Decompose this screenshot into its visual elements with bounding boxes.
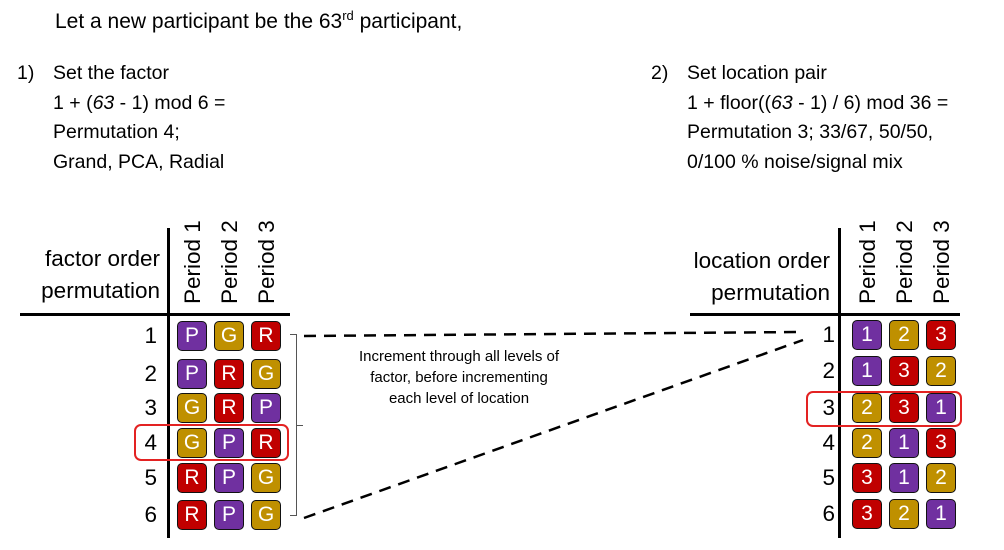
- location-cell-tile: 2: [926, 356, 956, 386]
- step-1-result: Permutation 4;: [53, 121, 180, 143]
- location-table-title: location order permutation: [660, 245, 830, 309]
- step-2-values: 0/100 % noise/signal mix: [687, 150, 903, 173]
- intro-after: participant,: [353, 10, 463, 33]
- note-line-2: factor, before incrementing: [370, 369, 548, 386]
- factor-cell-tile: G: [214, 321, 244, 351]
- factor-row-number: 1: [144, 323, 157, 348]
- factor-cell-tile: P: [214, 500, 244, 530]
- step-2-number: 2): [651, 62, 669, 84]
- factor-table-horizontal-rule: [20, 313, 290, 316]
- location-cell-tile: 1: [889, 428, 919, 458]
- location-cell-tile: 3: [852, 463, 882, 493]
- factor-cell-tile: G: [177, 393, 207, 423]
- connector-line-bottom: [303, 338, 804, 520]
- connector-line-top: [303, 330, 801, 338]
- factor-cell-tile: R: [214, 393, 244, 423]
- step-1-values: Grand, PCA, Radial: [53, 150, 225, 173]
- step-1-title: Set the factor: [53, 62, 169, 84]
- location-title-line2: permutation: [711, 280, 830, 305]
- step-2-result: Permutation 3; 33/67, 50/50,: [687, 121, 934, 143]
- factor-cell-tile: R: [177, 500, 207, 530]
- step-2-formula-post: - 1) / 6) mod 36 =: [792, 91, 949, 114]
- note-line-1: Increment through all levels of: [358, 348, 560, 365]
- location-cell-tile: 3: [926, 428, 956, 458]
- factor-row-number: 3: [144, 395, 157, 420]
- location-row-number: 1: [822, 322, 835, 347]
- factor-cell-tile: G: [177, 428, 207, 458]
- factor-cell-tile: P: [177, 321, 207, 351]
- note-line-3: each level of location: [388, 390, 530, 407]
- factor-bracket-tick: [297, 425, 303, 426]
- factor-title-line2: permutation: [41, 278, 160, 303]
- step-1-block: 1) Set the factor 1 + (63 - 1) mod 6 = P…: [17, 59, 337, 179]
- factor-cell-tile: R: [177, 463, 207, 493]
- factor-cell-tile: G: [251, 500, 281, 530]
- location-cell-tile: 1: [926, 499, 956, 529]
- factor-cell-tile: P: [251, 393, 281, 423]
- step-2-formula: 1 + floor((63 - 1) / 6) mod 36 =: [687, 89, 948, 119]
- factor-table-title: factor order permutation: [10, 243, 160, 307]
- location-cell-tile: 3: [889, 356, 919, 386]
- step-2-title: Set location pair: [687, 62, 827, 84]
- location-cell-tile: 1: [852, 356, 882, 386]
- location-cell-tile: 2: [852, 428, 882, 458]
- location-cell-tile: 3: [926, 320, 956, 350]
- step-2-block: 2) Set location pair 1 + floor((63 - 1) …: [651, 59, 1001, 179]
- step-1-formula-post: - 1) mod 6 =: [114, 91, 226, 114]
- location-row-highlight: [806, 391, 962, 427]
- factor-cell-tile: R: [251, 321, 281, 351]
- intro-text: Let a new participant be the 63rd partic…: [55, 8, 463, 34]
- location-row-number: 3: [822, 395, 835, 420]
- intro-superscript: rd: [342, 8, 354, 23]
- step-1-formula-var: 63: [92, 91, 115, 114]
- factor-cell-tile: P: [214, 428, 244, 458]
- step-1-number: 1): [17, 62, 35, 84]
- increment-note: Increment through all levels of factor, …: [330, 346, 588, 409]
- location-table-horizontal-rule: [690, 313, 960, 316]
- factor-row-number: 4: [144, 430, 157, 455]
- location-cell-tile: 2: [926, 463, 956, 493]
- factor-cell-tile: R: [251, 428, 281, 458]
- location-table-vertical-rule: [838, 228, 841, 538]
- factor-cell-tile: G: [251, 463, 281, 493]
- location-title-line1: location order: [693, 248, 830, 273]
- factor-title-line1: factor order: [44, 246, 160, 271]
- location-row-number: 2: [822, 358, 835, 383]
- factor-table-vertical-rule: [167, 228, 170, 538]
- location-cell-tile: 1: [926, 393, 956, 423]
- location-cell-tile: 1: [889, 463, 919, 493]
- location-row-number: 5: [822, 465, 835, 490]
- location-row-number: 6: [822, 501, 835, 526]
- step-2-formula-var: 63: [771, 91, 793, 114]
- location-cell-tile: 1: [852, 320, 882, 350]
- step-2-formula-pre: 1 + floor((: [687, 91, 771, 114]
- factor-cell-tile: R: [214, 359, 244, 389]
- factor-cell-tile: P: [214, 463, 244, 493]
- location-cell-tile: 3: [889, 393, 919, 423]
- factor-row-number: 5: [144, 465, 157, 490]
- factor-bracket: [290, 334, 297, 516]
- step-1-formula: 1 + (63 - 1) mod 6 =: [53, 89, 225, 119]
- location-cell-tile: 2: [852, 393, 882, 423]
- factor-row-number: 6: [144, 502, 157, 527]
- intro-before: Let a new participant be the 63: [55, 10, 343, 33]
- factor-cell-tile: G: [251, 359, 281, 389]
- step-1-formula-pre: 1 + (: [53, 91, 93, 114]
- location-cell-tile: 2: [889, 499, 919, 529]
- location-row-number: 4: [822, 430, 835, 455]
- factor-cell-tile: P: [177, 359, 207, 389]
- factor-row-number: 2: [144, 361, 157, 386]
- location-cell-tile: 3: [852, 499, 882, 529]
- location-cell-tile: 2: [889, 320, 919, 350]
- factor-row-highlight: [134, 424, 289, 461]
